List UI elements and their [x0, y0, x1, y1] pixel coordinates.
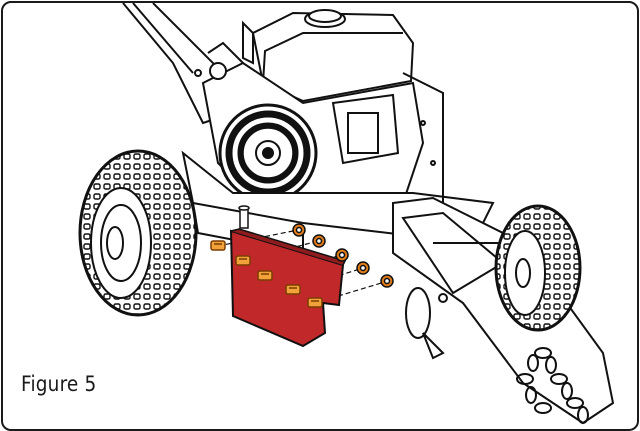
nut-icon — [312, 234, 326, 248]
mounting-stud — [238, 205, 250, 229]
figure-caption: Figure 5 — [21, 372, 97, 396]
recoil-starter — [218, 103, 318, 203]
bolt-icon — [235, 255, 251, 266]
left-wheel — [78, 149, 198, 317]
machine-illustration — [78, 3, 615, 425]
bolt-icon — [307, 297, 323, 308]
nut-icon — [380, 274, 394, 288]
nut-icon — [335, 248, 349, 262]
frame-nuts — [292, 223, 394, 288]
bolt-icon — [210, 240, 226, 251]
right-wheel — [494, 204, 582, 332]
bolt-icon — [257, 270, 273, 281]
bolt-icon — [285, 284, 301, 295]
cutting-wheel-assembly — [405, 287, 448, 360]
nut-icon — [356, 261, 370, 275]
nut-icon — [292, 223, 306, 237]
fuel-tank — [242, 9, 415, 103]
safety-chain — [516, 347, 589, 424]
guard-bolts — [210, 240, 323, 308]
